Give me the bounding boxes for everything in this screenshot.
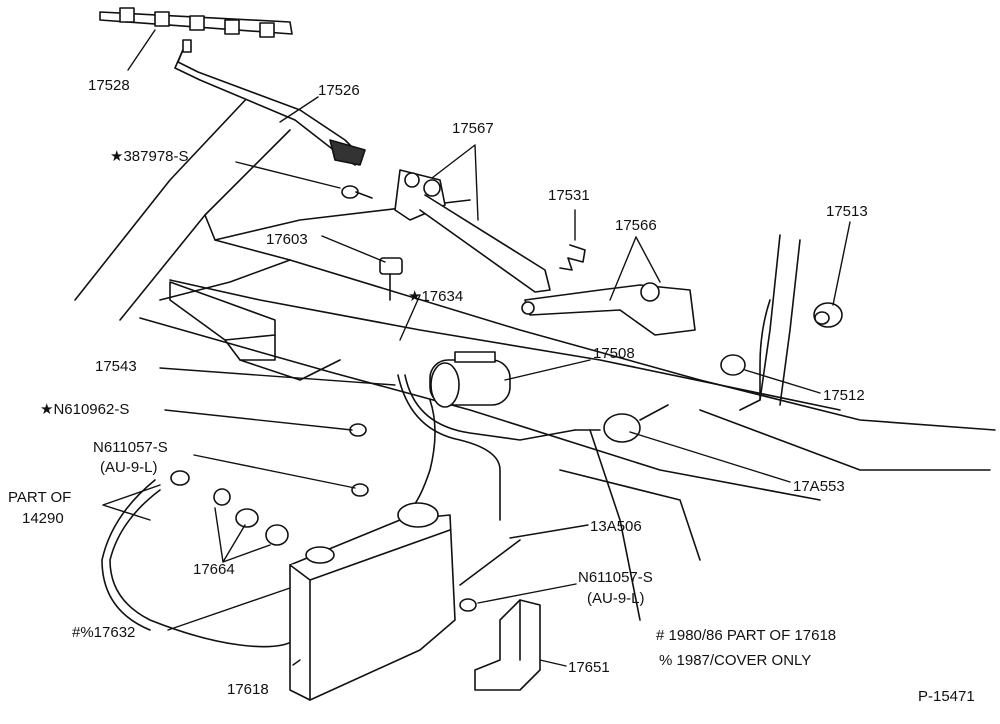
callout-17651: 17651 [568,659,610,676]
callout-17513: 17513 [826,203,868,220]
grommet [813,302,843,328]
callout-17526: 17526 [318,82,360,99]
footnote-hash: # 1980/86 PART OF 17618 [656,627,837,644]
callout-17634: ★17634 [408,288,464,305]
callout-17512: 17512 [823,387,865,404]
callout-17531: 17531 [548,187,590,204]
cowl-panel [74,94,996,621]
wiper-blade [99,7,293,38]
footnote-percent: % 1987/COVER ONLY [659,652,812,669]
callout-n610962-s: ★N610962-S [40,401,130,418]
washer-hoses [101,374,576,648]
callout-17567: 17567 [452,120,494,137]
plenum-box [169,281,341,381]
washer-rod [459,539,521,586]
callout-17664: 17664 [193,561,235,578]
callout-17528: 17528 [88,77,130,94]
washer-reservoir [289,502,456,701]
callout-n611057-s-lower: N611057-S [578,569,653,586]
leader-lines [102,29,851,667]
callout-17632: #%17632 [72,624,136,641]
figure-id: P-15471 [918,688,975,705]
wiper-motor [429,351,511,408]
pump-parts [170,470,289,546]
callout-14290: 14290 [22,510,64,527]
washer-switch [574,404,669,443]
callout-au-9-l-upper: (AU-9-L) [100,459,158,476]
bolt-n611057 [349,423,477,612]
nozzle-connector [720,354,746,376]
callout-387978-s: ★387978-S [110,148,189,165]
callout-17a553: 17A553 [793,478,845,495]
retaining-clip [559,244,586,271]
callout-n611057-s-upper: N611057-S [93,439,168,456]
callout-17508: 17508 [593,345,635,362]
pivot-linkage-right [521,282,696,336]
callout-17543: 17543 [95,358,137,375]
callout-17618: 17618 [227,681,269,698]
reservoir-bracket [474,599,541,691]
callout-au-9-l-lower: (AU-9-L) [587,590,645,607]
wiper-arm [174,39,366,166]
callout-17603: 17603 [266,231,308,248]
screw-387978 [341,185,373,199]
callout-13a506: 13A506 [590,518,642,535]
callout-part-of: PART OF [8,489,72,506]
pivot-linkage-left [394,169,551,293]
callout-17566: 17566 [615,217,657,234]
